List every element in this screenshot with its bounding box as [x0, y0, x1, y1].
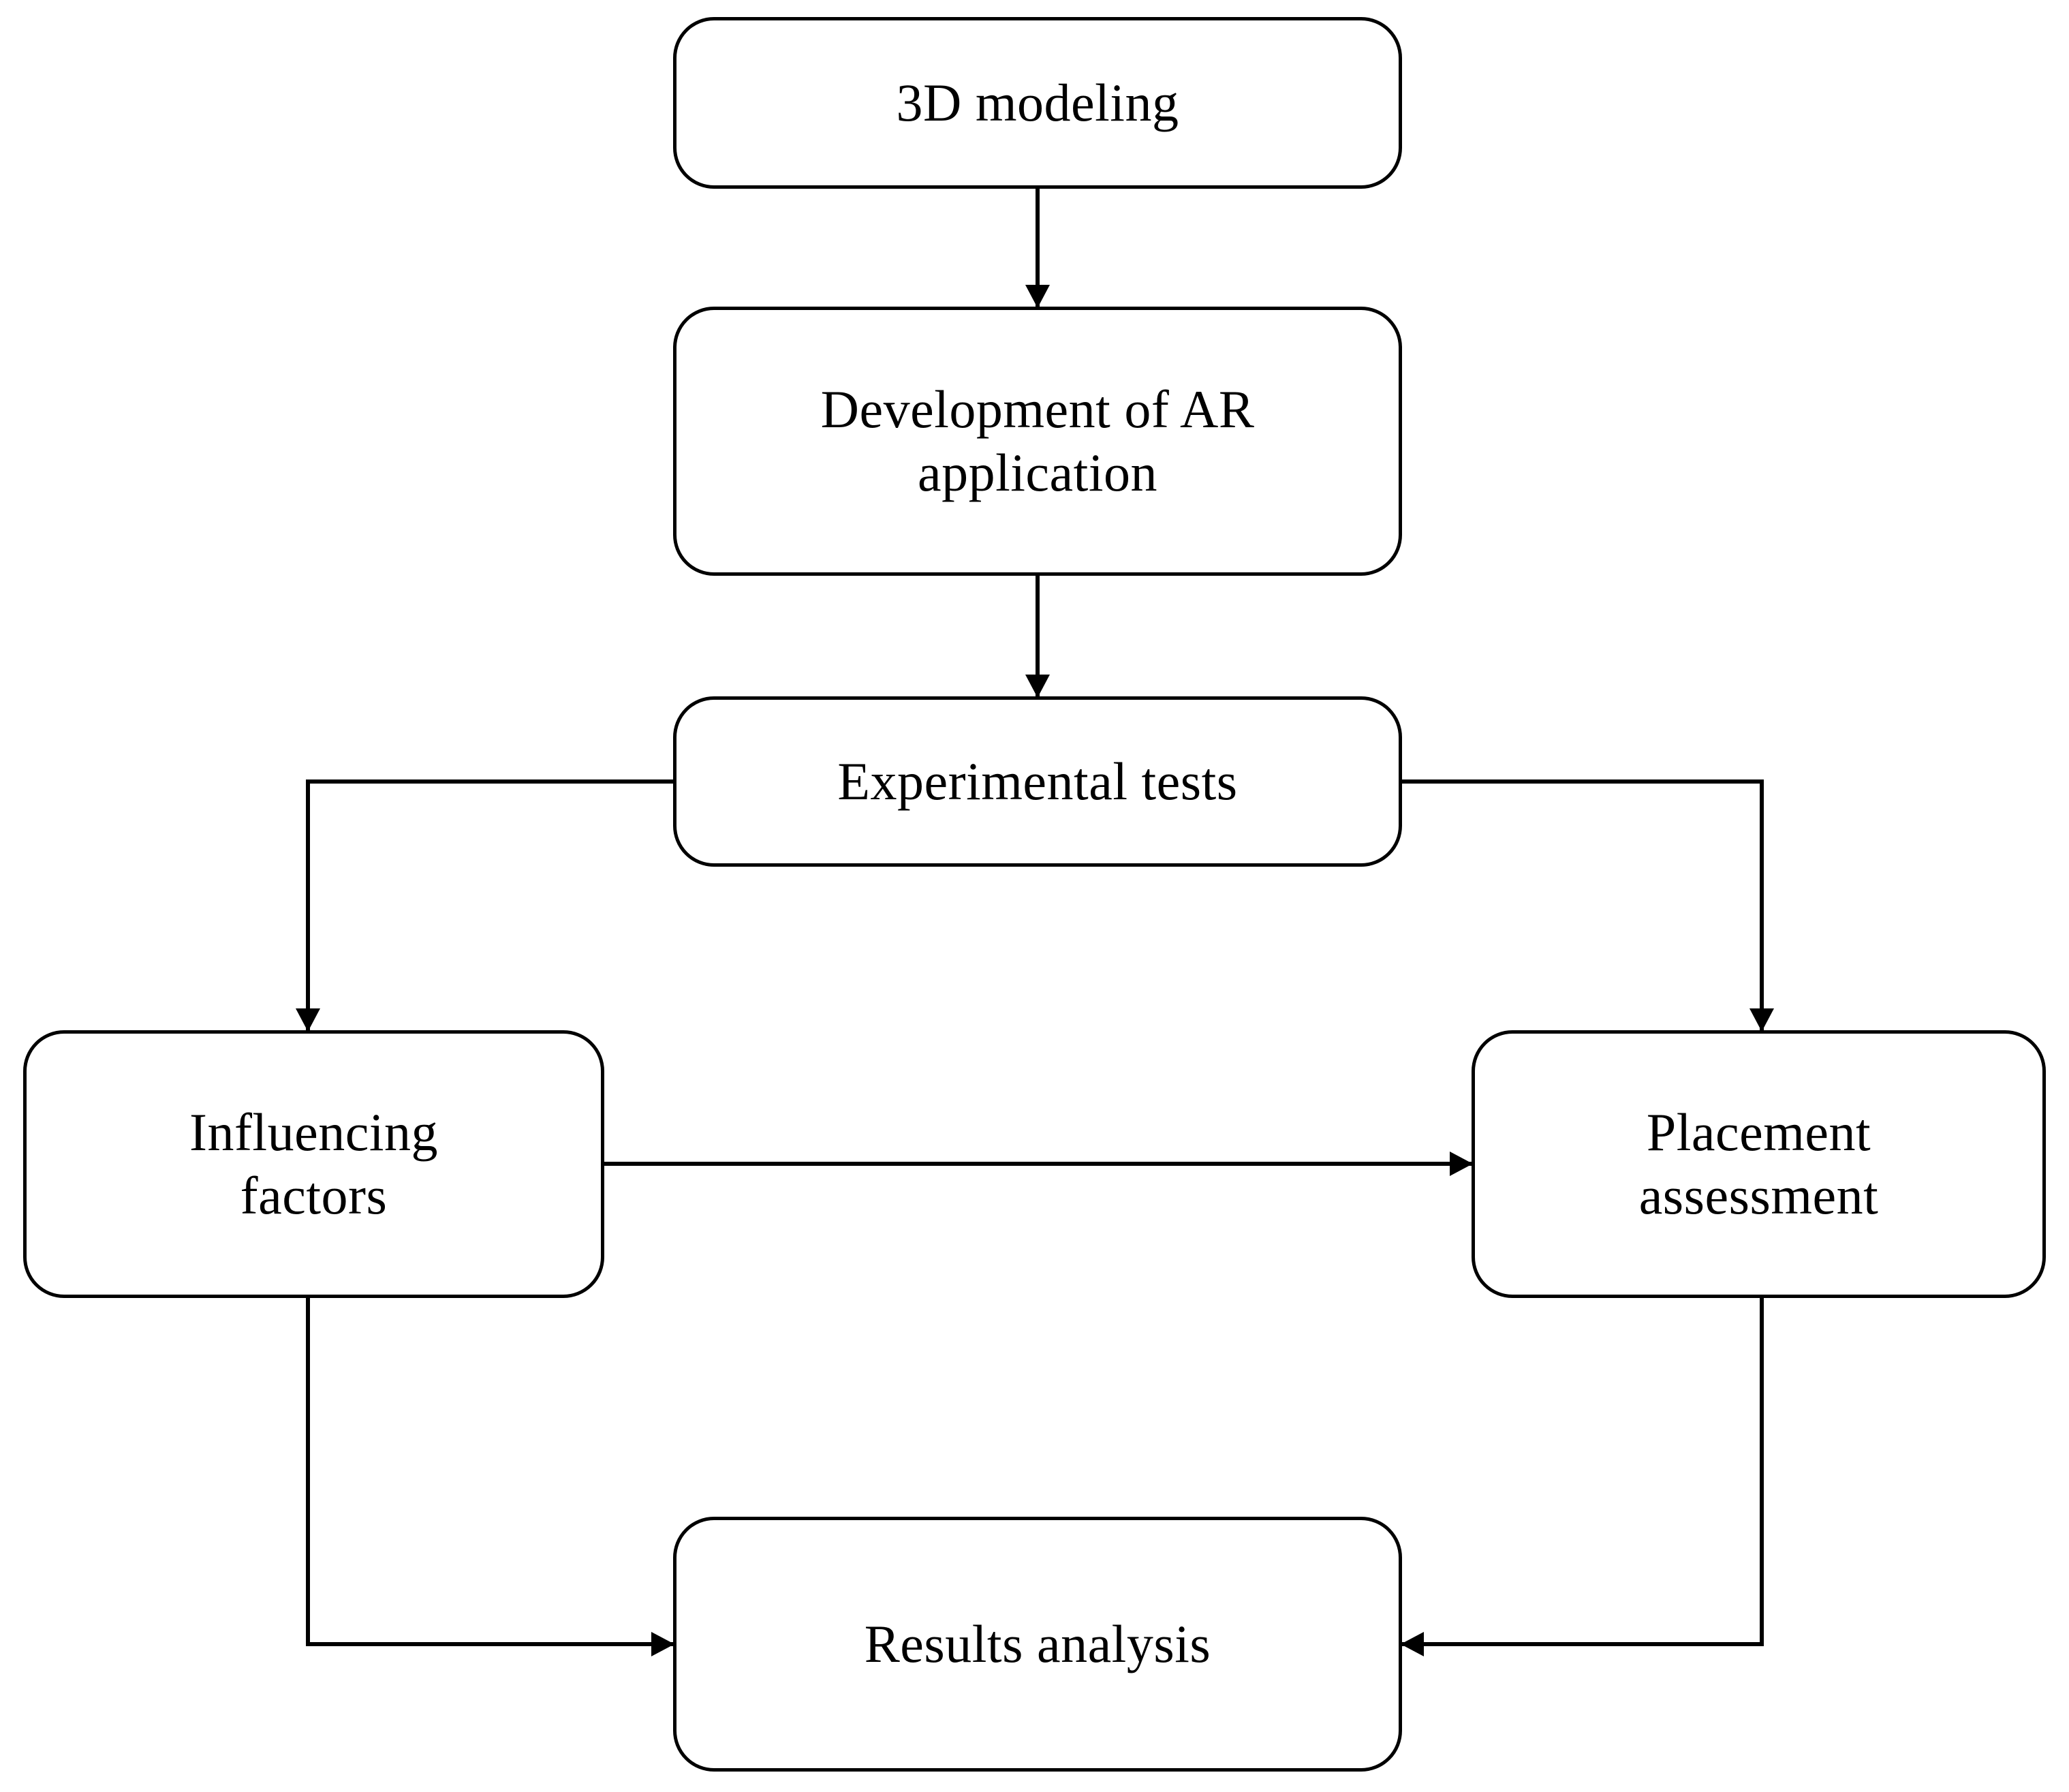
node-experimental-tests[interactable]: Experimental tests	[673, 696, 1402, 867]
node-results-analysis-label: Results analysis	[864, 1613, 1211, 1673]
edge-placement-to-results	[1401, 1298, 1764, 1656]
node-experimental-tests-label: Experimental tests	[837, 751, 1238, 811]
edge-experimental-to-placement	[1402, 779, 1774, 1032]
node-3d-modeling-label: 3D modeling	[896, 72, 1179, 132]
node-placement-assessment[interactable]: Placement assessment	[1472, 1030, 2046, 1298]
edge-experimental-to-influencing	[296, 779, 673, 1032]
edge-influencing-to-results	[306, 1298, 674, 1656]
node-ar-development-label: Development of AR application	[820, 380, 1255, 502]
node-ar-development[interactable]: Development of AR application	[673, 307, 1402, 576]
node-placement-assessment-label: Placement assessment	[1638, 1102, 1879, 1225]
node-influencing-factors-label: Influencing factors	[189, 1102, 439, 1225]
node-results-analysis[interactable]: Results analysis	[673, 1517, 1402, 1772]
node-influencing-factors[interactable]: Influencing factors	[23, 1030, 604, 1298]
node-3d-modeling[interactable]: 3D modeling	[673, 17, 1402, 189]
